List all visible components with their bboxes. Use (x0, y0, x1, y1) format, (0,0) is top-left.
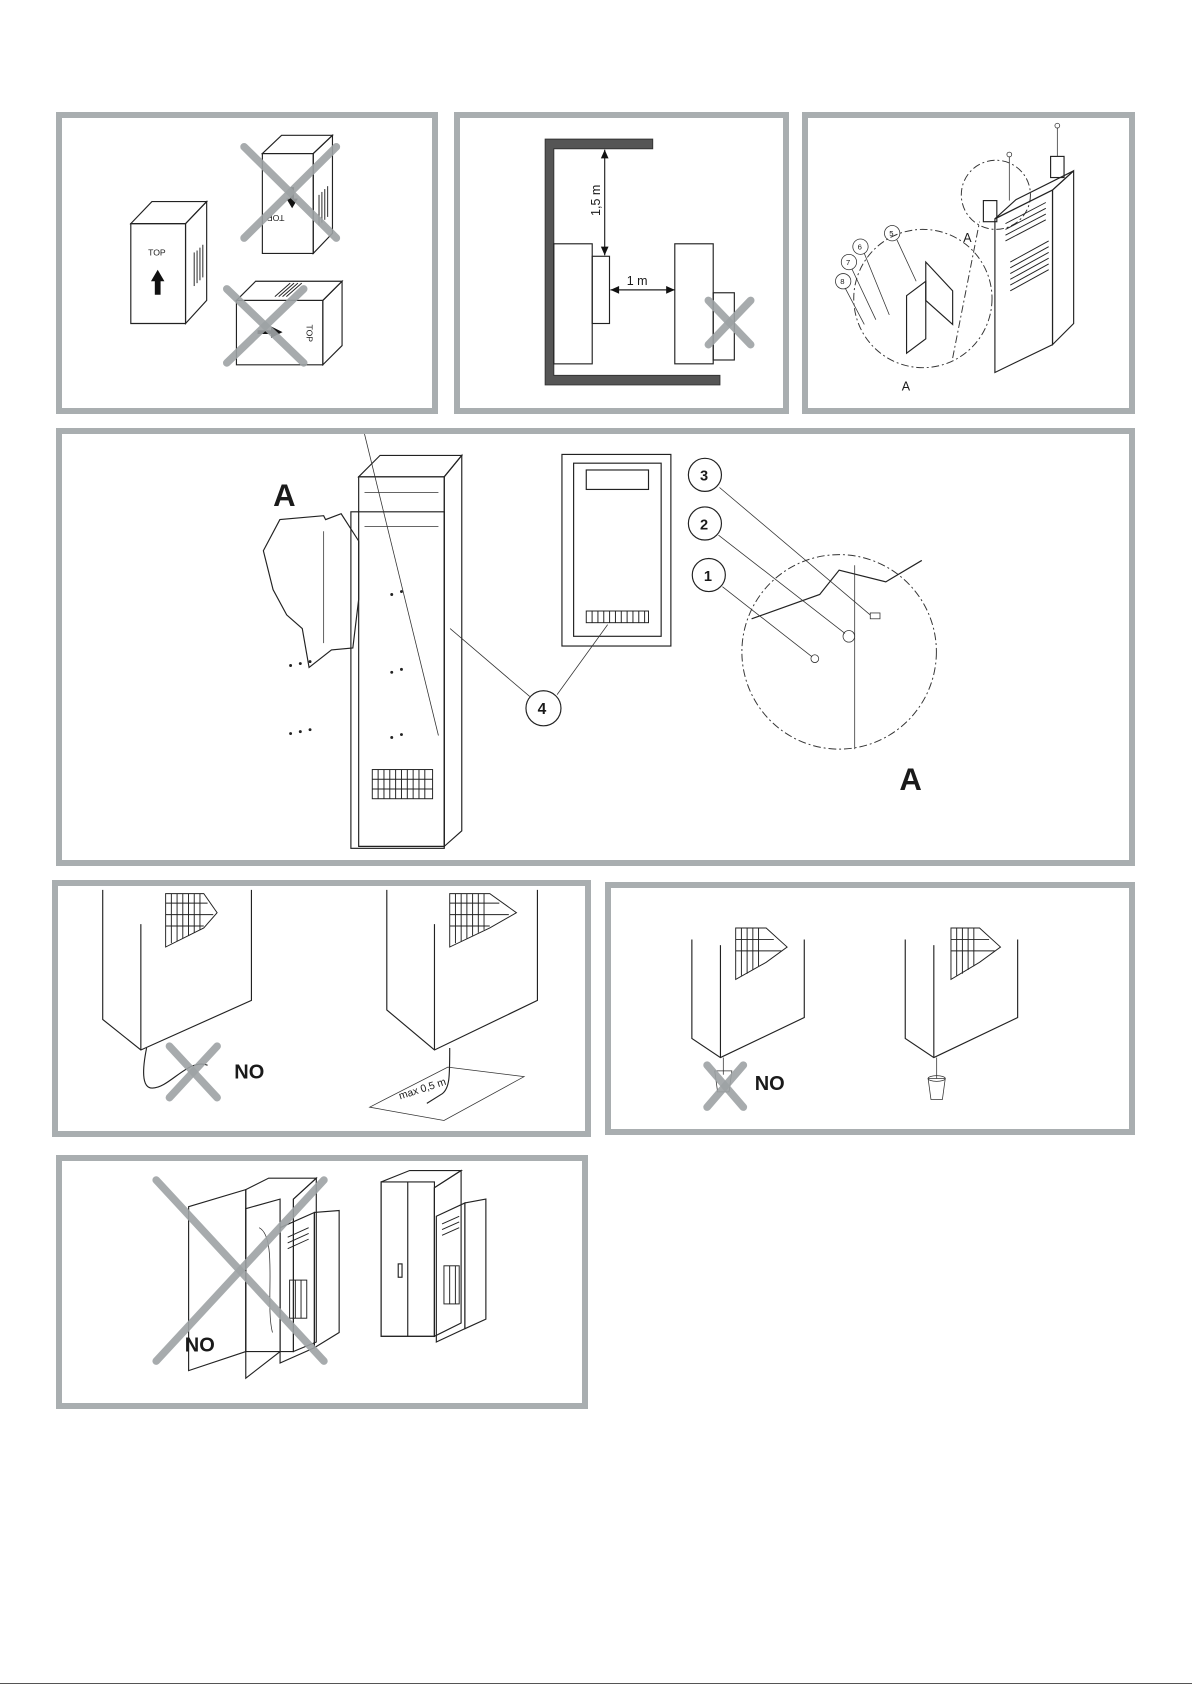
unit-bucket-good (905, 928, 1017, 1099)
detail-reference-circle (961, 160, 1030, 229)
unit-iso (983, 123, 1073, 372)
no-label-hose: NO (234, 1062, 264, 1084)
callouts-detail: 5 6 7 8 (836, 226, 917, 325)
callout-1: 1 (704, 569, 712, 585)
detail-circle-large (742, 555, 937, 750)
panel-cabinet-door: NO (56, 1155, 588, 1409)
no-label-door: NO (185, 1335, 215, 1357)
callout-3: 3 (700, 469, 708, 485)
callout-8: 8 (840, 277, 844, 286)
vertical-clearance-label: 1,5 m (589, 185, 603, 216)
section-label-a-2: A (902, 380, 911, 394)
bracket-fragment (263, 514, 358, 668)
unit-right-bottom: max 0,5 m (370, 890, 538, 1121)
panel-clearances: 1,5 m 1 m (454, 112, 789, 414)
unit-left (592, 256, 609, 323)
panel-drain-bucket: NO (605, 882, 1135, 1135)
panel-mounting-detail: 5 6 7 8 A A (802, 112, 1135, 414)
section-label-a-left: A (273, 478, 295, 513)
wall-shape (545, 139, 720, 385)
exploded-view-illustration: A (62, 434, 1129, 860)
floor-area (370, 1067, 524, 1120)
callout-7: 7 (846, 258, 850, 267)
lying-box: TOP (227, 281, 342, 365)
callout-5: 5 (889, 229, 893, 238)
orientation-illustration: TOP TOP TOP (62, 118, 432, 408)
panel-exploded-view: A (56, 428, 1135, 866)
top-label-lying: TOP (305, 324, 315, 342)
unit-bucket-bad: NO (692, 928, 804, 1107)
section-label-a-right: A (899, 762, 921, 797)
max-distance-label: max 0,5 m (398, 1077, 448, 1103)
cabinet-closed-door (381, 1171, 486, 1342)
top-label-upright: TOP (148, 247, 166, 257)
front-view (562, 454, 671, 646)
callout-2: 2 (700, 517, 708, 533)
section-label-a-1: A (963, 231, 972, 245)
panel-orientation: TOP TOP TOP (56, 112, 438, 414)
panel-drain-hose: NO max 0,5 m (52, 880, 591, 1137)
cabinet-door-illustration: NO (62, 1161, 582, 1403)
clearance-illustration: 1,5 m 1 m (460, 118, 783, 408)
drain-hose-illustration: NO max 0,5 m (58, 886, 585, 1131)
mounting-detail-illustration: 5 6 7 8 A A (808, 118, 1129, 408)
no-label-bucket: NO (755, 1073, 785, 1095)
cabinet-iso (289, 434, 462, 848)
page-footer-rule (0, 1683, 1192, 1684)
upside-down-box: TOP (244, 135, 336, 253)
callout-6: 6 (858, 243, 862, 252)
detail-circle (854, 229, 992, 367)
drain-bucket-illustration: NO (611, 888, 1129, 1129)
horizontal-clearance-label: 1 m (627, 274, 648, 288)
callout-4: 4 (538, 701, 547, 718)
cabinet-open-door: NO (156, 1178, 339, 1378)
upright-box: TOP (131, 202, 207, 324)
unit-left-bottom: NO (103, 890, 265, 1098)
bracket-edge (752, 560, 922, 618)
up-arrow-icon (151, 270, 164, 295)
